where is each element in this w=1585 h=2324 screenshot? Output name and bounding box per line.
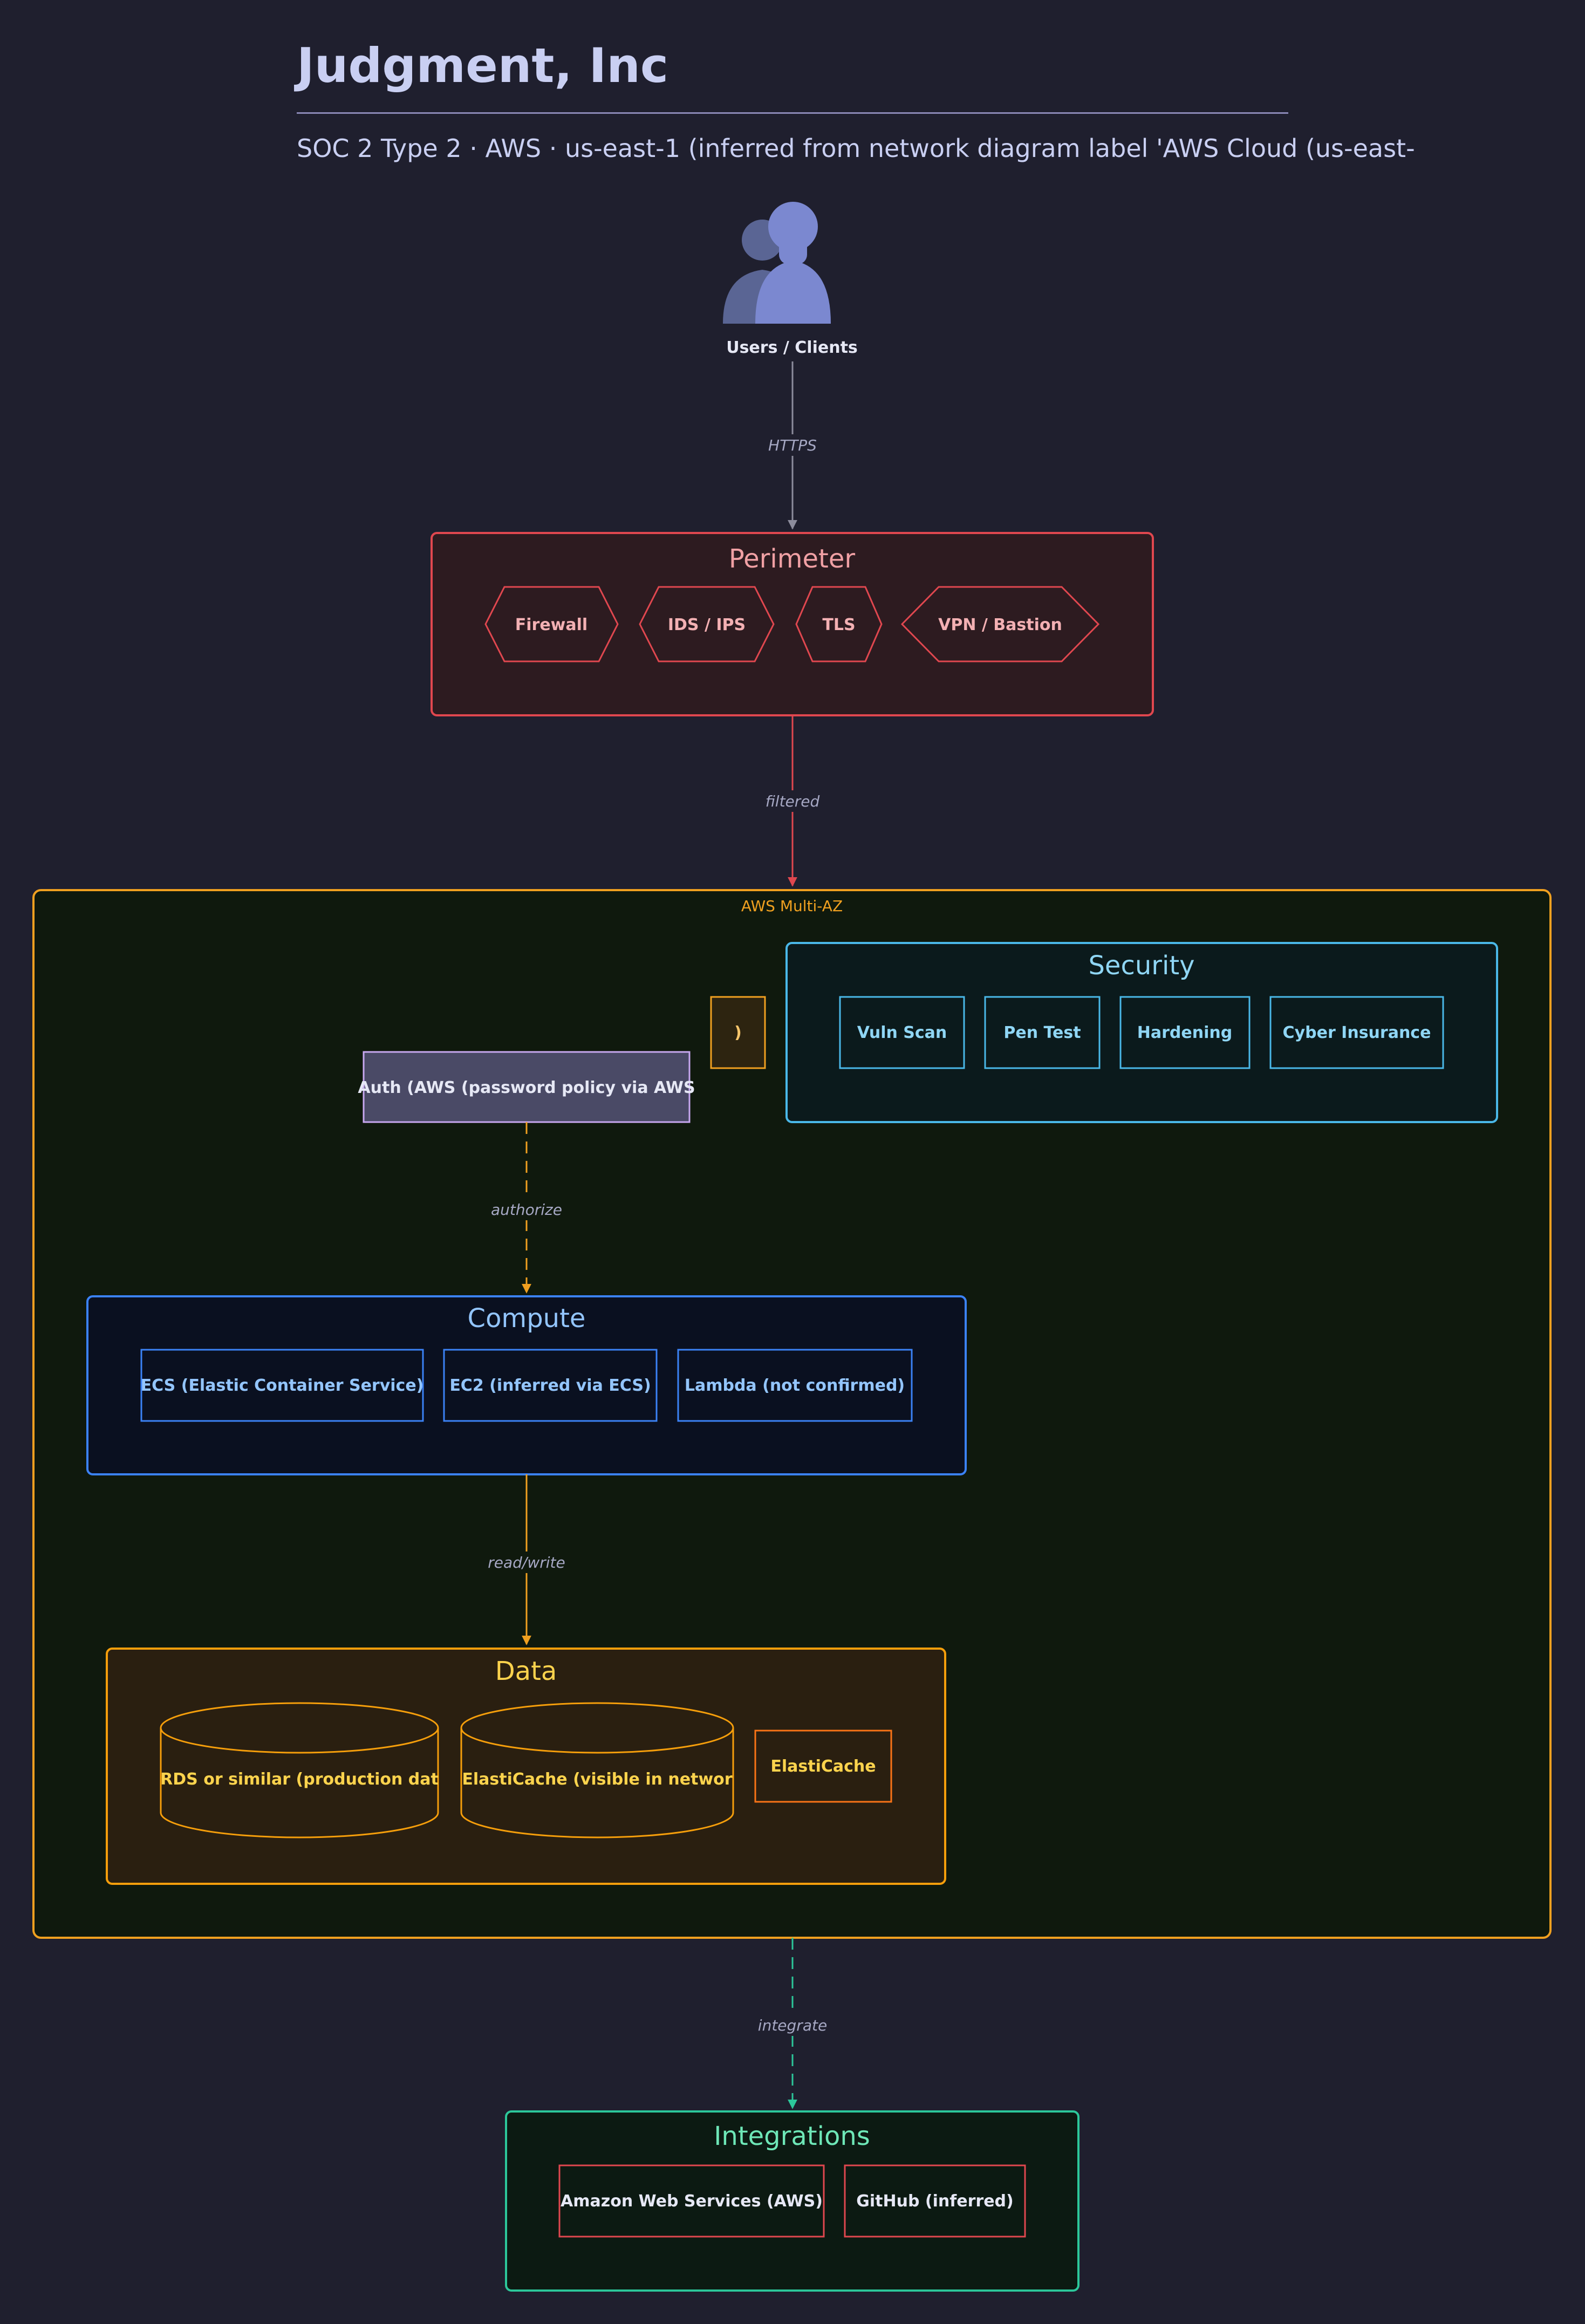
security-title: Security <box>1088 951 1194 981</box>
ecs-node: ECS (Elastic Container Service) <box>140 1349 424 1422</box>
lambda-node: Lambda (not confirmed) <box>677 1349 913 1422</box>
edge-label-bg <box>765 434 820 456</box>
svg-text:TLS: TLS <box>822 616 855 634</box>
firewall-node: Firewall <box>484 586 619 662</box>
perimeter-title: Perimeter <box>729 544 855 574</box>
hardening-node: Hardening <box>1119 996 1251 1069</box>
aws-multi-az-label: AWS Multi-AZ <box>741 897 843 915</box>
edge-label-bg <box>752 2014 833 2036</box>
svg-text:Firewall: Firewall <box>515 616 587 634</box>
aws-integration-node: Amazon Web Services (AWS) <box>558 2164 825 2238</box>
svg-text:Hardening: Hardening <box>1137 1023 1232 1042</box>
svg-text:): ) <box>734 1023 742 1042</box>
edge-label-bg <box>761 790 824 812</box>
svg-text:GitHub (inferred): GitHub (inferred) <box>856 2192 1014 2211</box>
svg-text:RDS or similar (production dat: RDS or similar (production dat <box>160 1770 439 1789</box>
ec2-node: EC2 (inferred via ECS) <box>443 1349 658 1422</box>
data-title: Data <box>495 1656 557 1686</box>
cyber-insurance-node: Cyber Insurance <box>1269 996 1444 1069</box>
edge-label-integrate: integrate <box>758 2017 827 2034</box>
github-integration-node: GitHub (inferred) <box>844 2164 1026 2238</box>
edge-label-bg <box>483 1551 570 1573</box>
elasticache-node: ElastiCache <box>754 1730 892 1803</box>
svg-text:ElastiCache: ElastiCache <box>770 1757 876 1776</box>
users-icon <box>723 202 831 324</box>
edge-label-filtered: filtered <box>766 792 820 810</box>
svg-text:Lambda (not confirmed): Lambda (not confirmed) <box>685 1376 905 1395</box>
elasticache-cylinder-node: ElastiCache (visible in networ <box>460 1702 734 1838</box>
auth-node: Auth (AWS (password policy via AWS <box>358 1051 695 1123</box>
title-divider <box>297 112 1288 114</box>
edge-label-read-write: read/write <box>488 1554 565 1571</box>
users-label: Users / Clients <box>726 338 858 357</box>
svg-text:VPN / Bastion: VPN / Bastion <box>938 616 1062 634</box>
vuln-scan-node: Vuln Scan <box>839 996 965 1069</box>
svg-text:Pen Test: Pen Test <box>1003 1023 1081 1042</box>
edge-label-authorize: authorize <box>491 1201 562 1219</box>
tls-node: TLS <box>795 586 883 662</box>
svg-text:Auth (AWS (password policy via: Auth (AWS (password policy via AWS <box>358 1078 695 1097</box>
svg-text:ECS (Elastic Container Service: ECS (Elastic Container Service) <box>141 1376 424 1395</box>
svg-text:Amazon Web Services (AWS): Amazon Web Services (AWS) <box>561 2192 823 2211</box>
page-title: Judgment, Inc <box>297 38 669 93</box>
vpn-bastion-node: VPN / Bastion <box>900 586 1100 662</box>
pen-test-node: Pen Test <box>984 996 1101 1069</box>
rds-database-node: RDS or similar (production dat <box>160 1702 439 1838</box>
paren-node: ) <box>710 996 766 1069</box>
svg-text:EC2 (inferred via ECS): EC2 (inferred via ECS) <box>449 1376 651 1395</box>
svg-text:ElastiCache (visible in networ: ElastiCache (visible in networ <box>462 1770 732 1789</box>
page-subtitle: SOC 2 Type 2 · AWS · us-east-1 (inferred… <box>297 134 1415 163</box>
svg-text:Cyber Insurance: Cyber Insurance <box>1283 1023 1431 1042</box>
compute-title: Compute <box>468 1303 586 1334</box>
edge-label-https: HTTPS <box>768 436 817 454</box>
svg-text:Vuln Scan: Vuln Scan <box>857 1023 947 1042</box>
svg-text:IDS / IPS: IDS / IPS <box>668 616 746 634</box>
edge-label-bg <box>486 1199 568 1220</box>
integrations-title: Integrations <box>714 2121 870 2151</box>
ids-ips-node: IDS / IPS <box>639 586 775 662</box>
